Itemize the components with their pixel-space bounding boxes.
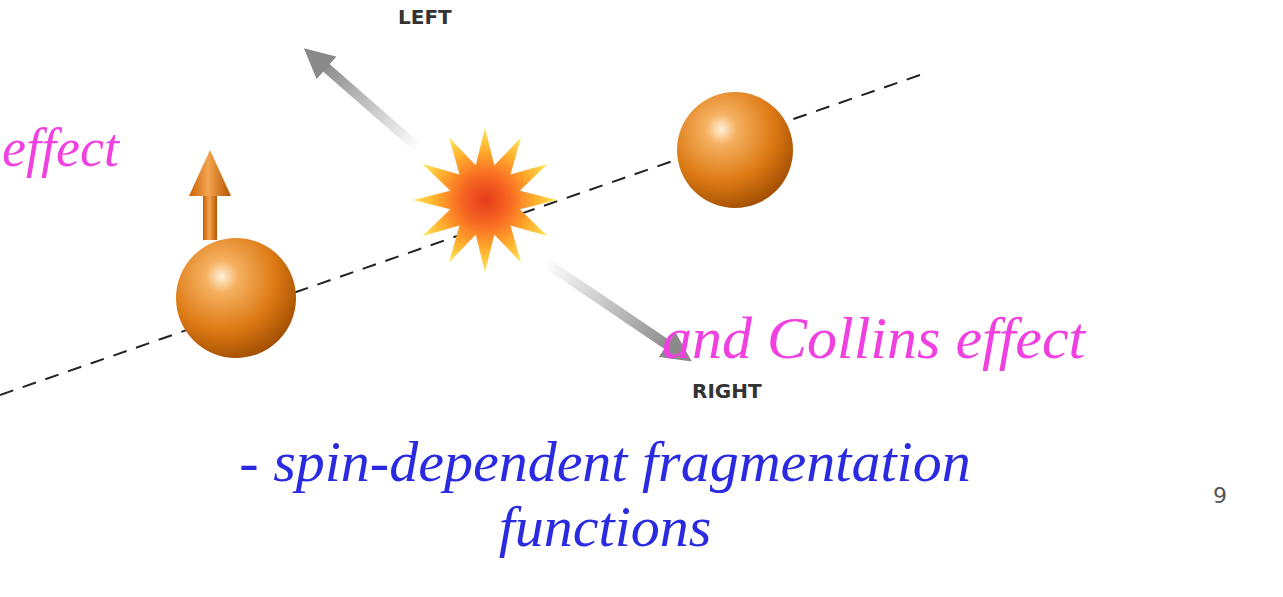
polarized-proton	[176, 238, 296, 358]
spin-arrow	[189, 150, 231, 240]
page-number: 9	[1213, 484, 1227, 509]
collision-burst	[413, 128, 557, 272]
left-arrow	[322, 64, 418, 148]
direction-label: RIGHT	[692, 380, 762, 402]
effect-heading: effect	[2, 118, 119, 178]
right-arrow	[545, 262, 672, 348]
effect-heading: and Collins effect	[662, 305, 1085, 372]
direction-label: LEFT	[398, 6, 452, 28]
target-proton	[677, 92, 793, 208]
bullet-text: - spin-dependent fragmentation functions	[200, 430, 1010, 560]
